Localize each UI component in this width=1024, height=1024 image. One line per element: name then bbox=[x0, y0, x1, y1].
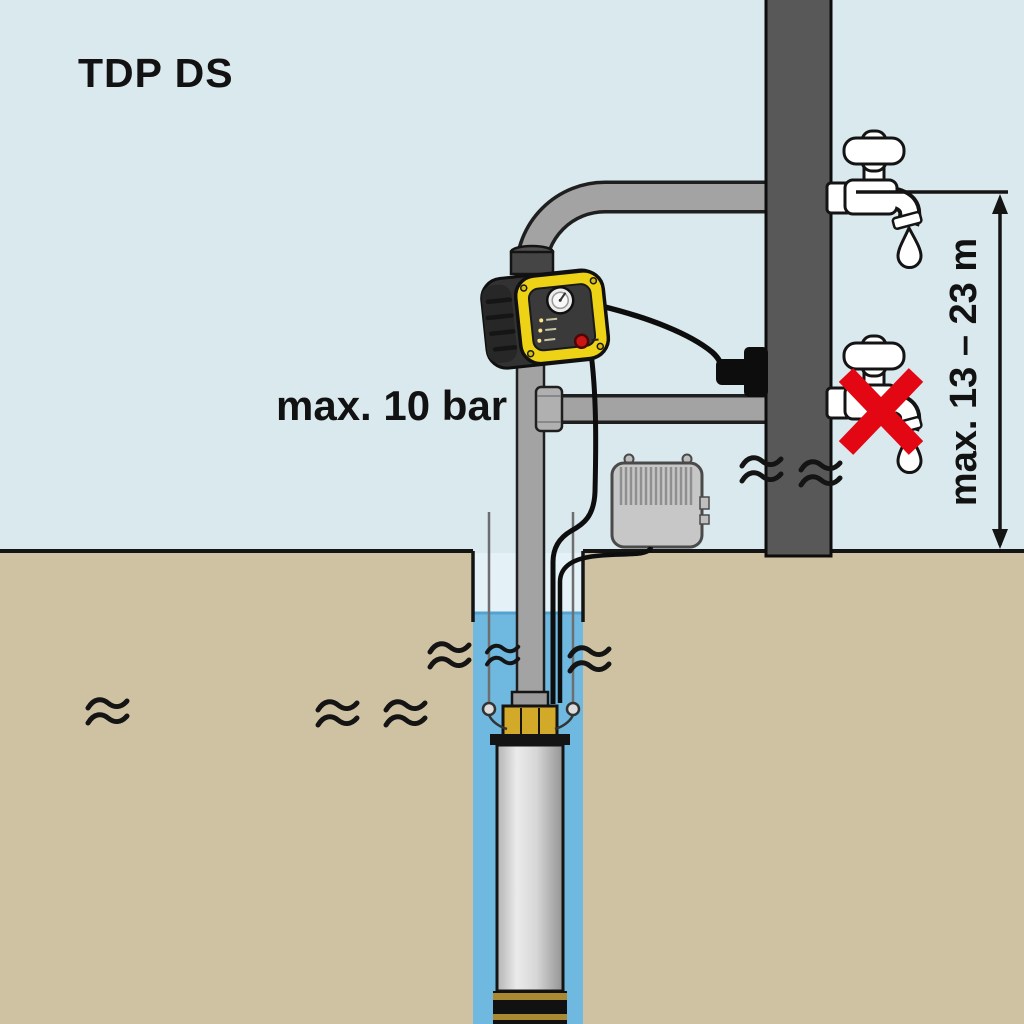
submersible-pump bbox=[481, 690, 581, 1024]
branch-pipe bbox=[534, 385, 767, 433]
pressure-gauge-icon bbox=[545, 286, 575, 315]
junction-box-ribs bbox=[619, 467, 693, 505]
status-led-indicators bbox=[537, 317, 558, 343]
pump-power-cable bbox=[557, 545, 654, 703]
sensor-cable bbox=[550, 345, 599, 704]
pump-body bbox=[495, 743, 565, 993]
reset-button bbox=[573, 333, 590, 350]
installation-depth-label: max. 13 – 23 m bbox=[943, 237, 985, 507]
arrow-up-icon bbox=[992, 194, 1008, 214]
junction-box bbox=[610, 453, 710, 549]
rope-hooks bbox=[481, 701, 581, 731]
height-dimension-line bbox=[856, 190, 1008, 549]
max-pressure-label: max. 10 bar bbox=[276, 382, 508, 429]
pipe-flange bbox=[534, 385, 564, 433]
pressure-controller bbox=[480, 244, 611, 370]
product-title: TDP DS bbox=[78, 50, 234, 96]
pump-head bbox=[501, 704, 559, 738]
wall-power-plug bbox=[716, 347, 768, 397]
pump-safety-rope bbox=[487, 512, 575, 705]
house-wall bbox=[764, 0, 833, 558]
arrow-down-icon bbox=[992, 529, 1008, 549]
prohibition-x-icon bbox=[838, 368, 924, 455]
